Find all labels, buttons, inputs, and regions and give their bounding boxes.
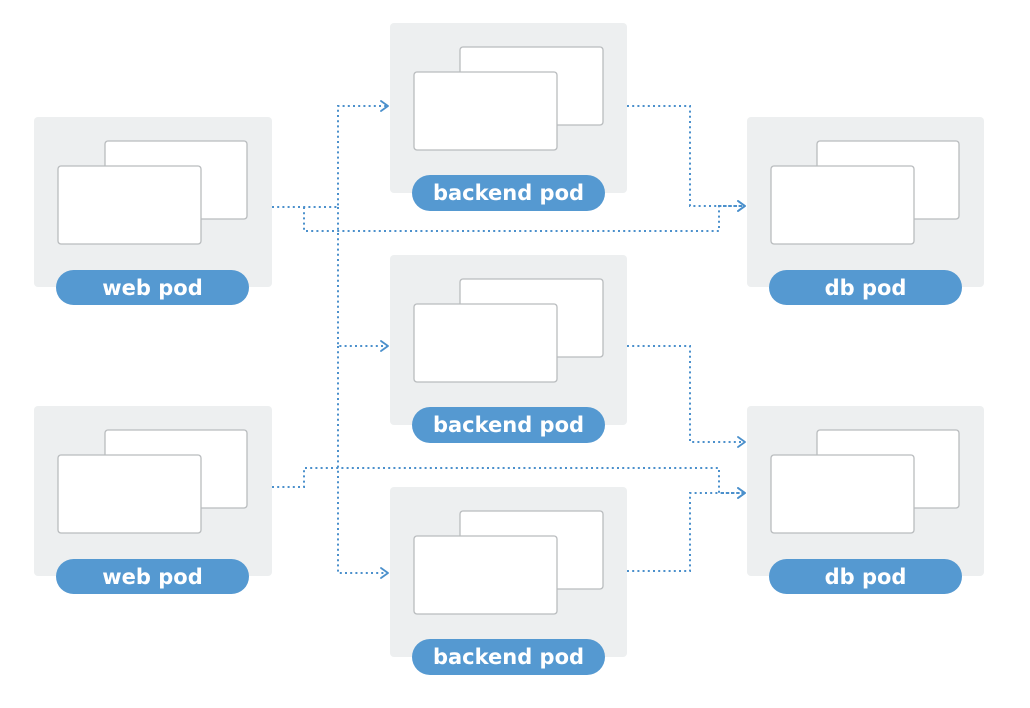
- connector-web-1-to-db-1: [303, 200, 746, 232]
- pod-label-pill: [412, 407, 605, 443]
- connector-lines: [272, 100, 746, 579]
- container-card-front: [413, 535, 558, 615]
- pod-label: web pod: [102, 276, 202, 300]
- connector-backend-2-to-db-2: [627, 345, 746, 448]
- container-card-front: [413, 71, 558, 151]
- container-card-front: [57, 165, 202, 245]
- connector-web-1-to-backend-3: [337, 346, 389, 579]
- backend-pod-2: backend pod: [390, 255, 627, 443]
- pod-label: backend pod: [433, 413, 584, 437]
- pod-label: db pod: [825, 276, 907, 300]
- connector-web-1-to-backend-2: [337, 207, 389, 352]
- db-pod-1: db pod: [747, 117, 984, 305]
- pod-label: backend pod: [433, 645, 584, 669]
- pod-label-pill: [412, 639, 605, 675]
- web-pod-1: web pod: [34, 117, 272, 305]
- backend-pod-1: backend pod: [390, 23, 627, 211]
- pod-label: db pod: [825, 565, 907, 589]
- container-card-front: [770, 165, 915, 245]
- pod-label-pill: [412, 175, 605, 211]
- pod-label-pill: [769, 559, 962, 594]
- pod-label: backend pod: [433, 181, 584, 205]
- connector-web-2-to-db-2: [272, 467, 746, 499]
- connector-backend-3-to-db-2: [627, 487, 746, 572]
- pod-label-pill: [769, 270, 962, 305]
- connector-backend-1-to-db-1: [627, 105, 746, 212]
- container-card-front: [413, 303, 558, 383]
- pod-label-pill: [56, 559, 249, 594]
- container-card-front: [770, 454, 915, 534]
- connector-web-1-to-backend-1: [272, 100, 389, 208]
- db-pod-2: db pod: [747, 406, 984, 594]
- web-pod-2: web pod: [34, 406, 272, 594]
- container-card-front: [57, 454, 202, 534]
- backend-pod-3: backend pod: [390, 487, 627, 675]
- pod-label: web pod: [102, 565, 202, 589]
- pod-label-pill: [56, 270, 249, 305]
